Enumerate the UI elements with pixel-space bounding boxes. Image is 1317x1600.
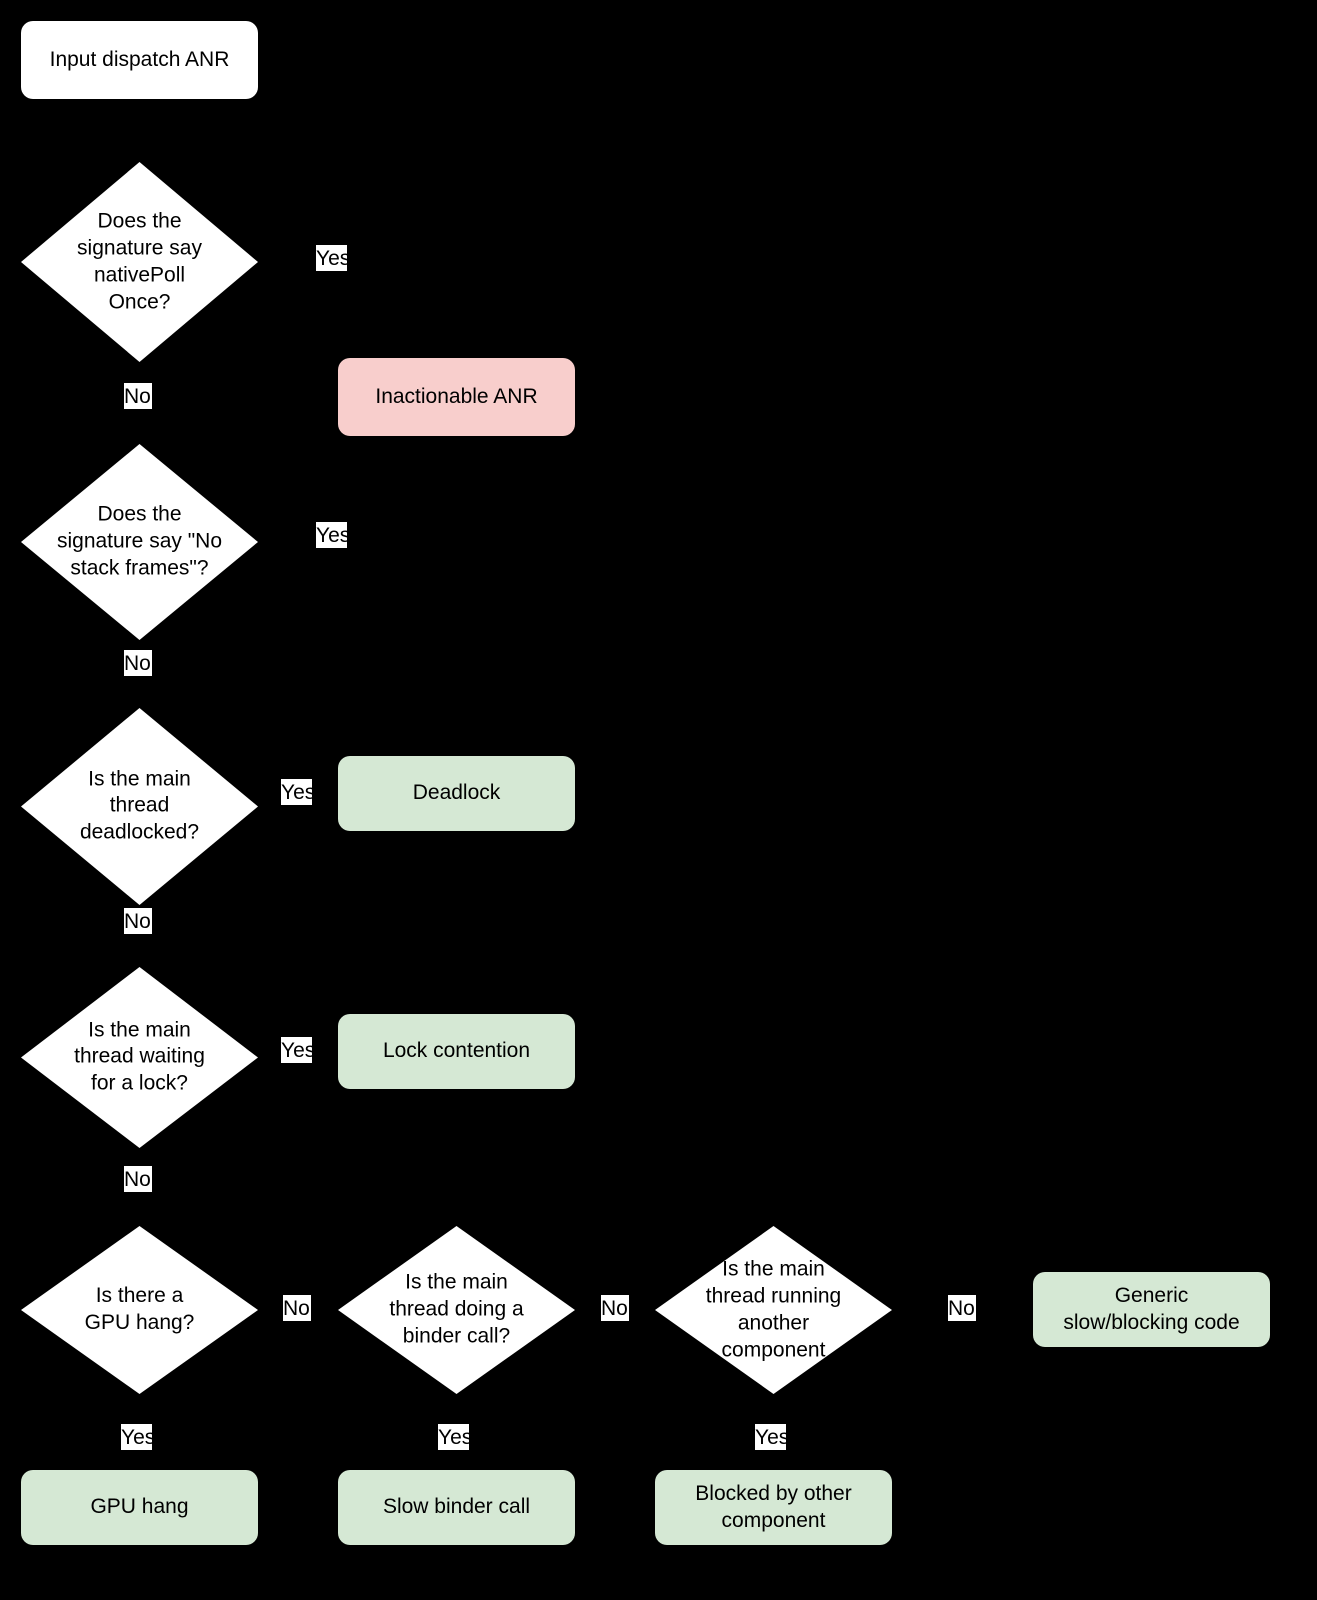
edge-label-nativepollonce-yes: Yes bbox=[316, 245, 351, 271]
node-start-input-dispatch-anr[interactable]: Input dispatch ANR bbox=[21, 21, 258, 99]
edge-label-no-stack-frames-no: No bbox=[124, 650, 152, 676]
node-label: Inactionable ANR bbox=[375, 384, 538, 408]
edge-label-binder-call-yes: Yes bbox=[438, 1424, 473, 1450]
node-terminal-inactionable-anr[interactable]: Inactionable ANR bbox=[338, 358, 575, 436]
node-decision-running-another-component[interactable]: Is the main thread running another compo… bbox=[655, 1226, 892, 1394]
node-decision-gpu-hang[interactable]: Is there a GPU hang? bbox=[21, 1226, 258, 1394]
edge-label-nativepollonce-no: No bbox=[124, 383, 152, 409]
edge-label-running-another-component-yes: Yes bbox=[755, 1424, 790, 1450]
node-label: Blocked by other component bbox=[695, 1481, 852, 1532]
node-label: Generic slow/blocking code bbox=[1063, 1283, 1240, 1334]
node-label: Slow binder call bbox=[382, 1495, 531, 1519]
diamond-shape bbox=[21, 444, 258, 640]
diamond-shape bbox=[21, 708, 258, 905]
node-decision-main-thread-deadlocked[interactable]: Is the main thread deadlocked? bbox=[21, 708, 258, 905]
node-terminal-deadlock[interactable]: Deadlock bbox=[338, 756, 575, 831]
node-label: Deadlock bbox=[412, 781, 501, 805]
node-terminal-generic-slow-blocking-code[interactable]: Generic slow/blocking code bbox=[1033, 1272, 1270, 1347]
diamond-shape bbox=[21, 162, 258, 362]
node-decision-nativepollonce[interactable]: Does the signature say nativePoll Once? bbox=[21, 162, 258, 362]
node-decision-waiting-for-lock[interactable]: Is the main thread waiting for a lock? bbox=[21, 967, 258, 1148]
edge-label-no-stack-frames-yes: Yes bbox=[316, 522, 351, 548]
edge-label-waiting-for-lock-yes: Yes bbox=[281, 1037, 316, 1063]
node-terminal-slow-binder-call[interactable]: Slow binder call bbox=[338, 1470, 575, 1545]
node-label: Lock contention bbox=[382, 1039, 531, 1063]
node-terminal-gpu-hang[interactable]: GPU hang bbox=[21, 1470, 258, 1545]
edge-label-gpu-hang-no: No bbox=[283, 1295, 311, 1321]
node-terminal-lock-contention[interactable]: Lock contention bbox=[338, 1014, 575, 1089]
node-decision-binder-call[interactable]: Is the main thread doing a binder call? bbox=[338, 1226, 575, 1394]
node-label: Input dispatch ANR bbox=[49, 47, 230, 71]
node-decision-no-stack-frames[interactable]: Does the signature say "No stack frames"… bbox=[21, 444, 258, 640]
edge-label-waiting-for-lock-no: No bbox=[124, 1166, 152, 1192]
node-label: GPU hang bbox=[90, 1495, 189, 1519]
diamond-shape bbox=[21, 967, 258, 1148]
diamond-shape bbox=[655, 1226, 892, 1394]
diamond-shape bbox=[21, 1226, 258, 1394]
edge-label-deadlocked-no: No bbox=[124, 908, 152, 934]
node-terminal-blocked-by-other-component[interactable]: Blocked by other component bbox=[655, 1470, 892, 1545]
edge-label-running-another-component-no: No bbox=[948, 1295, 976, 1321]
diamond-shape bbox=[338, 1226, 575, 1394]
edge-label-gpu-hang-yes: Yes bbox=[121, 1424, 156, 1450]
edge-label-deadlocked-yes: Yes bbox=[281, 779, 316, 805]
edge-label-binder-call-no: No bbox=[601, 1295, 629, 1321]
